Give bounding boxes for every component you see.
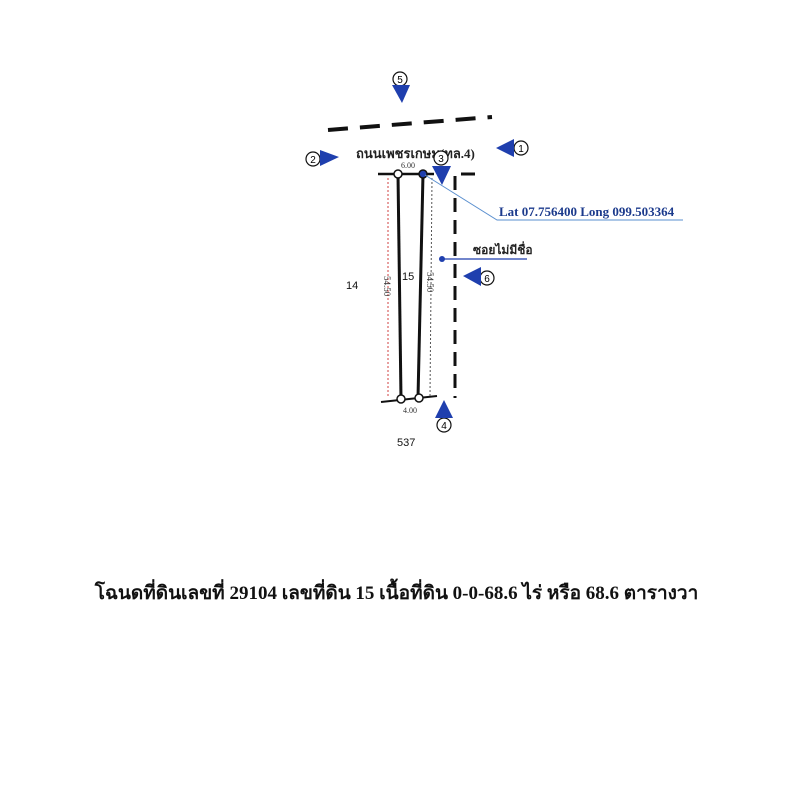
dimension-right-line — [429, 177, 433, 397]
dimension-top: 6.00 — [401, 161, 415, 170]
boundary-pin — [396, 394, 406, 404]
plot-left-edge — [396, 173, 403, 400]
coordinate-pin — [418, 169, 428, 179]
road-boundary-dashed — [327, 115, 493, 132]
deed-caption: โฉนดที่ดินเลขที่ 29104 เลขที่ดิน 15 เนื้… — [94, 583, 699, 604]
plot-number-left: 14 — [346, 280, 358, 292]
coordinate-label: Lat 07.756400 Long 099.503364 — [499, 204, 675, 219]
svg-text:1: 1 — [518, 144, 524, 155]
svg-text:5: 5 — [397, 75, 403, 86]
view-marker-3: 3 — [432, 150, 451, 185]
dimension-bottom: 4.00 — [403, 406, 417, 415]
view-marker-2: 2 — [305, 150, 339, 167]
alley-boundary-dashed — [453, 172, 475, 398]
view-marker-6: 6 — [463, 267, 495, 286]
svg-text:3: 3 — [438, 154, 444, 165]
plot-right-edge — [416, 173, 425, 399]
coordinate-leader-line — [424, 174, 683, 221]
road-name-label: ถนนเพชรเกษม(ทล.4) — [356, 146, 475, 161]
plot-number-bottom: 537 — [397, 437, 415, 449]
dimension-right: 54.50 — [425, 272, 435, 293]
svg-text:4: 4 — [441, 421, 447, 432]
arrow-left-icon — [463, 267, 481, 286]
arrow-right-icon — [320, 150, 339, 166]
view-marker-4: 4 — [435, 400, 453, 433]
svg-text:6: 6 — [484, 274, 490, 285]
plot-number-center: 15 — [402, 271, 414, 283]
alley-name-label: ซอยไม่มีชื่อ — [473, 241, 533, 257]
boundary-pin — [393, 169, 403, 179]
arrow-up-icon — [435, 400, 453, 418]
alley-pin — [439, 256, 445, 262]
arrow-left-icon — [496, 139, 514, 157]
boundary-pin — [414, 393, 424, 403]
plot-bottom-edge — [380, 395, 438, 403]
arrow-down-icon — [432, 166, 451, 185]
view-marker-1: 1 — [496, 139, 529, 157]
arrow-down-icon — [392, 85, 410, 103]
dimension-left: 54.50 — [382, 276, 392, 297]
svg-text:2: 2 — [310, 155, 316, 166]
view-marker-5: 5 — [392, 71, 410, 103]
